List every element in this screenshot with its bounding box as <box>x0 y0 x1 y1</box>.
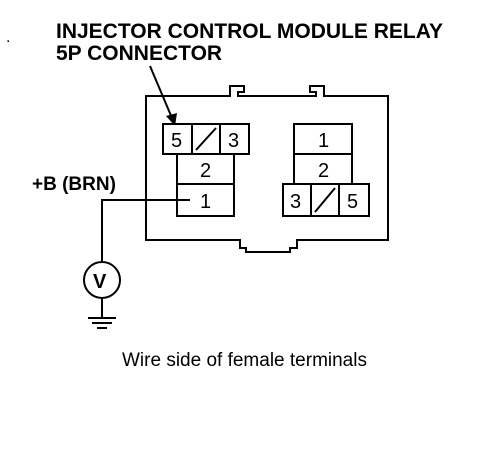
corner-mark: . <box>6 29 10 46</box>
connector-housing <box>145 85 389 253</box>
terminal-1-right <box>293 123 353 155</box>
unused-slash <box>195 127 217 151</box>
pin-label-1-left: 1 <box>200 191 211 213</box>
diagram-title-line1: INJECTOR CONTROL MODULE RELAY <box>56 20 443 43</box>
pin-label-1-right: 1 <box>318 130 329 152</box>
pin-label-5-left: 5 <box>171 130 182 152</box>
pin-label-5-right: 5 <box>347 191 358 213</box>
pin-label-2-right: 2 <box>318 160 329 182</box>
probe-wire <box>101 199 190 262</box>
pin-label-3-left: 3 <box>228 130 239 152</box>
diagram-caption: Wire side of female terminals <box>122 350 367 371</box>
unused-slash-right <box>314 187 336 213</box>
right-terminal-group: 1 2 3 5 <box>282 123 370 217</box>
pin-label-2-left: 2 <box>200 160 211 182</box>
title-leader-arrow <box>149 65 177 126</box>
pin-label-3-right: 3 <box>290 191 301 213</box>
wire-label: +B (BRN) <box>32 174 116 195</box>
diagram-title-line2: 5P CONNECTOR <box>56 42 222 65</box>
voltmeter-icon: V <box>83 261 121 299</box>
left-terminal-group: 5 3 2 1 <box>162 123 250 217</box>
terminal-2-left <box>176 153 235 185</box>
ground-icon <box>88 298 116 329</box>
voltmeter-symbol: V <box>93 271 107 293</box>
terminal-2-right <box>293 153 353 185</box>
